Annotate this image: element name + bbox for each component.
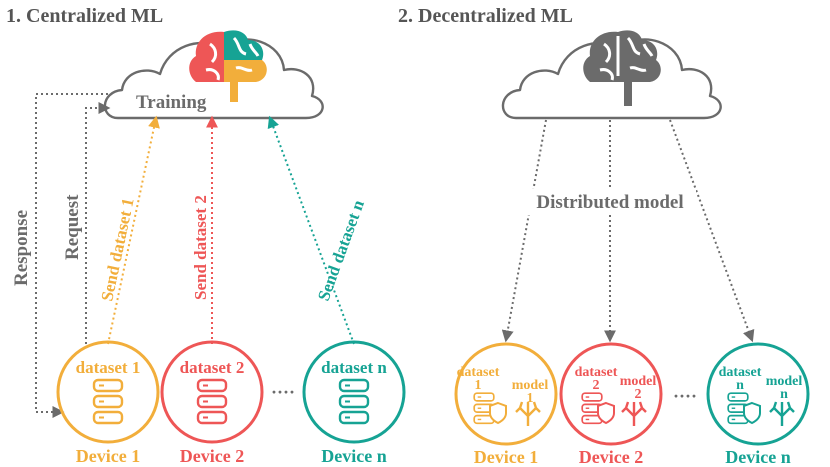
response-arrow [35,93,108,418]
dataset-label: dataset n [321,358,387,377]
send-arrow-n [267,115,355,345]
centralized-title: 1. Centralized ML [6,5,163,27]
model-index: 2 [635,387,642,402]
dataset-label: dataset [719,365,762,380]
neural-tree-icon [621,401,647,426]
shield-icon [597,401,615,425]
device-2: dataset 2 model 2 Device 2 [559,342,663,467]
model-index: 1 [527,391,534,406]
device-2: dataset 2 Device 2 [160,340,264,466]
device-label: Device 1 [76,446,140,466]
device-label: Device 2 [579,447,643,467]
device-1: dataset 1 Device 1 [56,340,160,466]
database-icon [196,378,228,425]
shield-icon [743,401,761,425]
dataset-label: dataset 2 [180,358,245,377]
distributed-model-label: Distributed model [536,192,683,213]
model-index: n [780,387,788,402]
dataset-index: n [736,378,744,393]
send-label-1: Send dataset 1 [97,196,137,303]
ellipsis: ···· [271,382,295,402]
neural-tree-icon [769,401,795,426]
distribute-arrow-n [669,119,755,343]
device-n: dataset n model n Device n [706,342,810,467]
ellipsis: ···· [673,386,697,406]
brain-icon [583,30,661,106]
model-label: model [766,374,803,389]
model-label: model [620,374,657,389]
send-label-2: Send dataset 2 [191,195,210,300]
brain-icon [189,30,267,102]
response-label: Response [11,210,32,286]
dataset-label: dataset [457,365,500,380]
device-label: Device n [725,447,790,467]
send-label-n: Send dataset n [314,197,368,303]
device-label: Device 2 [180,446,244,466]
neural-tree-icon [515,401,541,426]
send-arrow-1 [107,115,160,345]
label-backdrop [522,189,696,215]
model-label: model [512,378,549,393]
shield-icon [489,401,507,425]
distribute-arrow-1 [501,119,547,343]
database-icon [92,378,124,425]
dataset-label: dataset 1 [76,358,141,377]
device-n: dataset n Device n [302,340,406,466]
request-label: Request [62,194,83,260]
request-arrow [85,102,111,344]
decentralized-title: 2. Decentralized ML [398,5,573,27]
dataset-index: 1 [475,378,482,393]
device-label: Device n [321,446,386,466]
device-label: Device 1 [474,447,538,467]
device-1: dataset 1 model 1 Device 1 [454,342,558,467]
cloud-label-training: Training [136,92,207,113]
dataset-label: dataset [575,365,618,380]
database-icon [338,378,370,425]
dataset-index: 2 [593,378,600,393]
